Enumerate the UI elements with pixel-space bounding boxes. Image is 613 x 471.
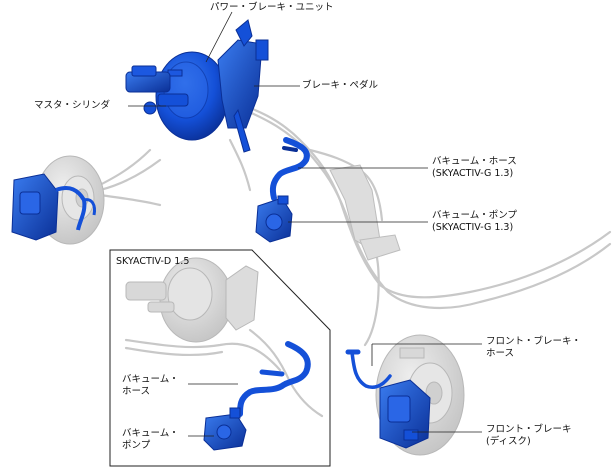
label-inset-vacuum-hose: バキューム・ ホース — [122, 374, 179, 397]
label-inset-title: SKYACTIV-D 1.5 — [116, 256, 190, 267]
right-suspension-ghost — [329, 164, 401, 261]
master-cylinder — [125, 65, 189, 115]
label-master-cylinder: マスタ・シリンダ — [34, 100, 111, 111]
inset-vacuum-pump — [203, 407, 247, 451]
label-front-brake-disc: フロント・ブレーキ (ディスク) — [486, 424, 572, 447]
label-vacuum-hose: バキューム・ホース (SKYACTIV-G 1.3) — [432, 156, 517, 179]
label-inset-vacuum-pump: バキューム・ ポンプ — [122, 428, 179, 451]
label-power-brake-unit: パワー・ブレーキ・ユニット — [210, 2, 334, 13]
label-vacuum-pump: バキューム・ポンプ (SKYACTIV-G 1.3) — [432, 210, 517, 233]
leader-lines — [128, 11, 482, 437]
label-brake-pedal: ブレーキ・ペダル — [302, 80, 379, 91]
front-right-caliper — [379, 379, 431, 449]
inset-booster-ghost — [125, 257, 259, 343]
vacuum-pump — [255, 195, 293, 243]
inset-vacuum-hose — [237, 341, 311, 417]
power-brake-unit — [155, 19, 269, 153]
front-brake-hose — [345, 349, 392, 389]
label-front-brake-hose: フロント・ブレーキ・ ホース — [486, 336, 582, 359]
rear-left-caliper — [11, 173, 96, 241]
vacuum-hose — [269, 137, 310, 201]
